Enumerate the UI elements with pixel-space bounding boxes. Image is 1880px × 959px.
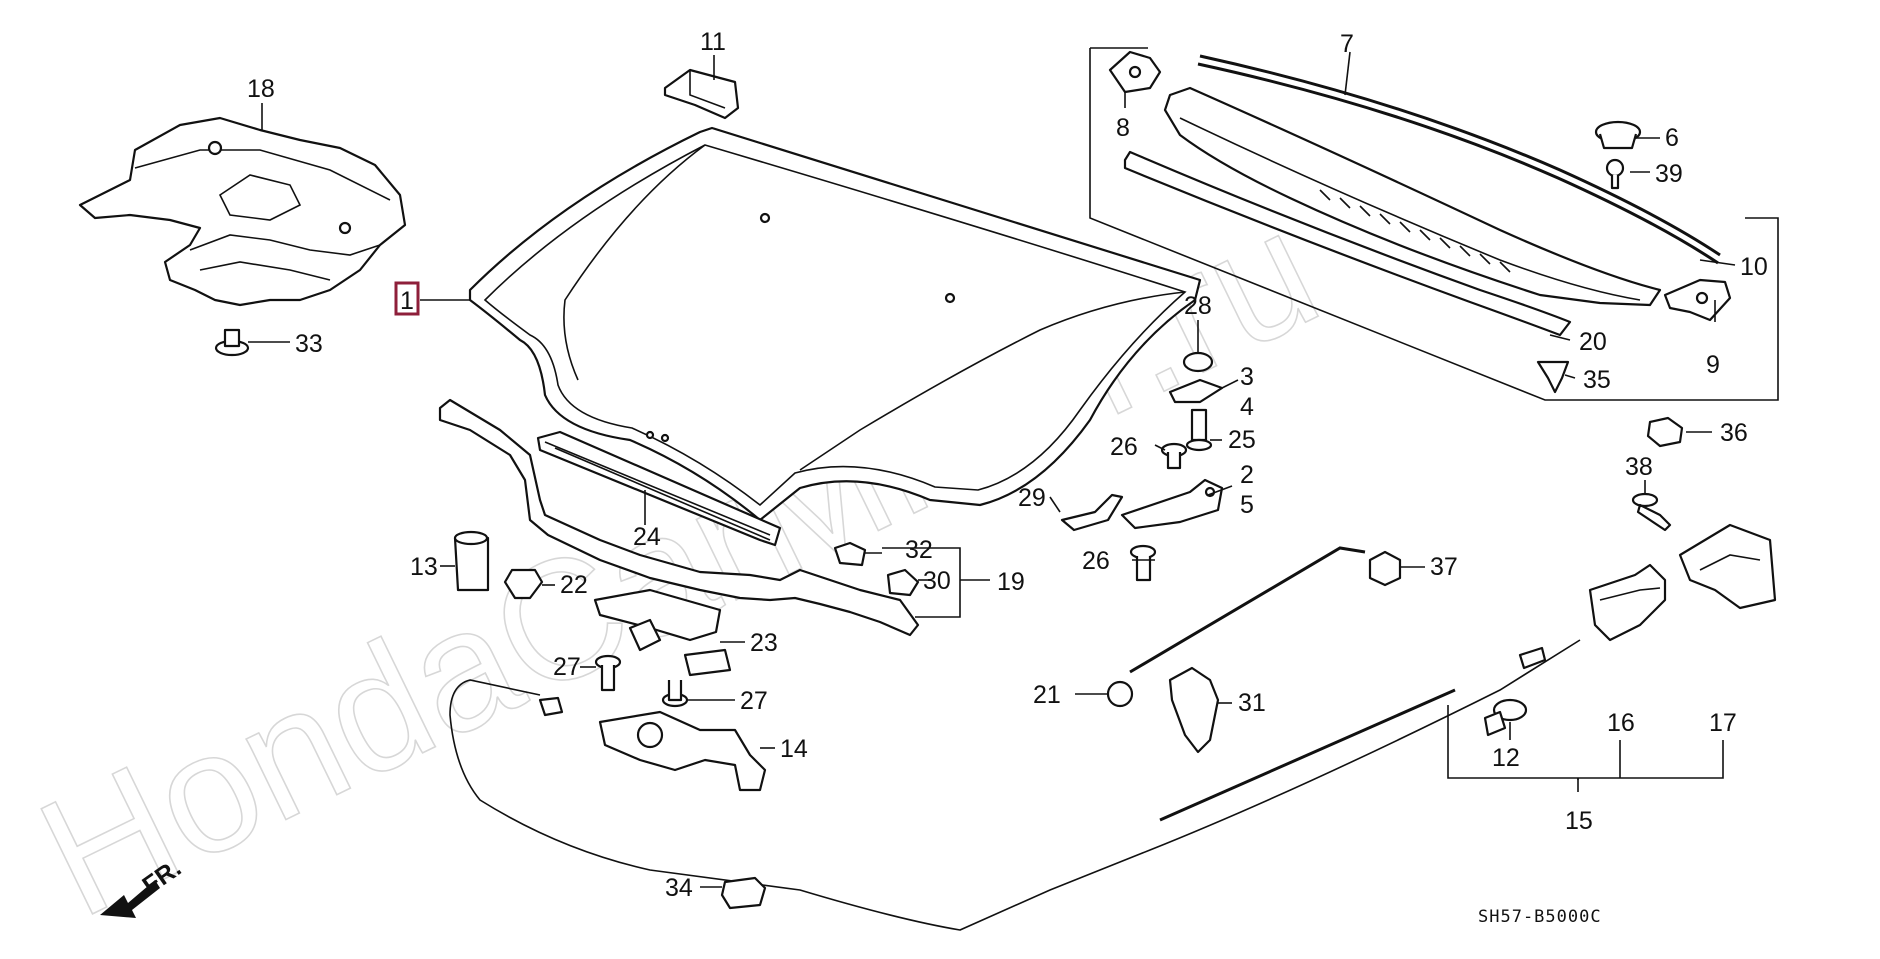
label-25[interactable]: 25 [1228, 426, 1256, 454]
label-7[interactable]: 7 [1340, 30, 1354, 58]
label-10[interactable]: 10 [1740, 253, 1768, 281]
bracket-9[interactable] [1663, 278, 1732, 322]
label-27b[interactable]: 27 [740, 687, 768, 715]
label-33[interactable]: 33 [295, 330, 323, 358]
plug-6[interactable] [1594, 120, 1642, 150]
label-18[interactable]: 18 [247, 75, 275, 103]
bolt-26b[interactable] [1129, 544, 1157, 582]
label-16[interactable]: 16 [1607, 709, 1635, 737]
washer-3[interactable] [1168, 378, 1224, 404]
hood-pad-11[interactable] [663, 68, 740, 120]
label-13[interactable]: 13 [410, 553, 438, 581]
bolt-26a[interactable] [1160, 442, 1188, 470]
label-38[interactable]: 38 [1625, 453, 1653, 481]
latch-base-14[interactable] [598, 710, 767, 792]
label-34[interactable]: 34 [665, 874, 693, 902]
bolt-27a[interactable] [594, 654, 622, 692]
label-21[interactable]: 21 [1033, 681, 1061, 709]
label-8[interactable]: 8 [1116, 114, 1130, 142]
cowl-seal-20[interactable] [1123, 150, 1572, 337]
clip-33[interactable] [214, 328, 250, 357]
group-bracket-19 [882, 547, 990, 618]
holder-31[interactable] [1168, 666, 1220, 754]
fastener-32[interactable] [833, 541, 867, 567]
bracket-8[interactable] [1108, 50, 1162, 94]
label-14[interactable]: 14 [780, 735, 808, 763]
latch-23[interactable] [593, 588, 732, 677]
label-17[interactable]: 17 [1709, 709, 1737, 737]
label-29[interactable]: 29 [1018, 484, 1046, 512]
label-6[interactable]: 6 [1665, 124, 1679, 152]
group-bracket-15 [1447, 705, 1724, 792]
cap-28[interactable] [1182, 351, 1214, 373]
label-11[interactable]: 11 [700, 28, 726, 56]
clip-35[interactable] [1536, 360, 1570, 394]
label-26a[interactable]: 26 [1110, 433, 1138, 461]
label-39[interactable]: 39 [1655, 160, 1683, 188]
label-32[interactable]: 32 [905, 536, 933, 564]
label-5[interactable]: 5 [1240, 491, 1254, 519]
bracket-17[interactable] [1678, 523, 1777, 610]
label-12[interactable]: 12 [1492, 744, 1520, 772]
grommet-37[interactable] [1368, 550, 1402, 587]
label-28[interactable]: 28 [1184, 292, 1212, 320]
label-35[interactable]: 35 [1583, 366, 1611, 394]
cable-end[interactable] [1518, 646, 1547, 670]
label-20[interactable]: 20 [1579, 328, 1607, 356]
label-15[interactable]: 15 [1565, 807, 1593, 835]
weatherstrip-7[interactable] [1197, 54, 1721, 265]
label-3[interactable]: 3 [1240, 363, 1254, 391]
hood-panel[interactable] [468, 126, 1202, 522]
screw-39[interactable] [1605, 158, 1625, 190]
clip-36[interactable] [1646, 416, 1684, 448]
bolt-27b[interactable] [661, 680, 689, 708]
label-30[interactable]: 30 [923, 567, 951, 595]
leader-lines [248, 51, 1736, 888]
cowl-box-frame [1089, 47, 1779, 401]
label-4[interactable]: 4 [1240, 393, 1254, 421]
latch-16[interactable] [1588, 563, 1667, 642]
front-rail-19[interactable] [438, 398, 920, 637]
label-1-highlight [394, 281, 420, 316]
label-26b[interactable]: 26 [1082, 547, 1110, 575]
label-37[interactable]: 37 [1430, 553, 1458, 581]
stopper-22[interactable] [503, 568, 544, 600]
bolt-38[interactable] [1631, 492, 1672, 532]
release-cable[interactable] [449, 639, 1581, 931]
bolt-25[interactable] [1185, 408, 1213, 452]
stopper-13[interactable] [453, 530, 490, 592]
label-9[interactable]: 9 [1706, 351, 1720, 379]
label-24[interactable]: 24 [633, 523, 661, 551]
cowl-panel[interactable] [1163, 86, 1662, 307]
callout-labels: 1 2 3 4 5 6 7 8 9 10 11 12 13 14 15 16 1… [247, 28, 1768, 902]
grommet-34[interactable] [720, 876, 767, 910]
label-1[interactable]: 1 [400, 287, 414, 315]
hinge-2[interactable] [1120, 478, 1224, 530]
knob-12[interactable] [1483, 698, 1528, 737]
label-27a[interactable]: 27 [553, 653, 581, 681]
bracket-29[interactable] [1060, 493, 1124, 532]
diagram-code: SH57-B5000C [1478, 907, 1602, 927]
label-2[interactable]: 2 [1240, 461, 1254, 489]
label-23[interactable]: 23 [750, 629, 778, 657]
label-31[interactable]: 31 [1238, 689, 1266, 717]
label-22[interactable]: 22 [560, 571, 588, 599]
label-36[interactable]: 36 [1720, 419, 1748, 447]
hood-insulator-18[interactable] [78, 116, 407, 307]
front-seal-24[interactable] [536, 430, 782, 547]
fastener-30[interactable] [886, 568, 920, 597]
label-19[interactable]: 19 [997, 568, 1025, 596]
